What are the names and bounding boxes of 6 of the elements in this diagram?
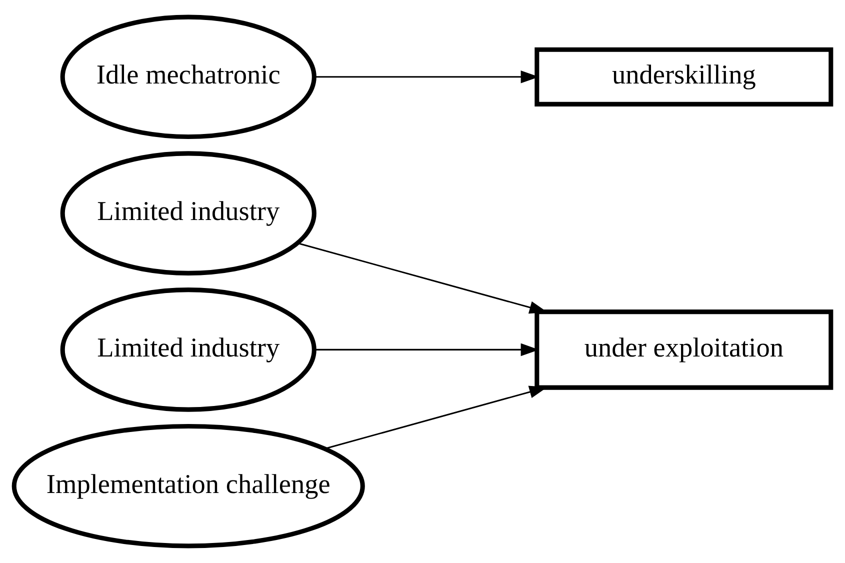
node-box: underskilling [534,47,834,106]
node-ellipse: Idle mechatronic [60,14,316,140]
node-ellipse: Implementation challenge [12,424,365,548]
node-ellipse: Limited industry [60,151,316,276]
node-ellipse: Limited industry [60,288,316,412]
node-box: under exploitation [534,310,834,390]
